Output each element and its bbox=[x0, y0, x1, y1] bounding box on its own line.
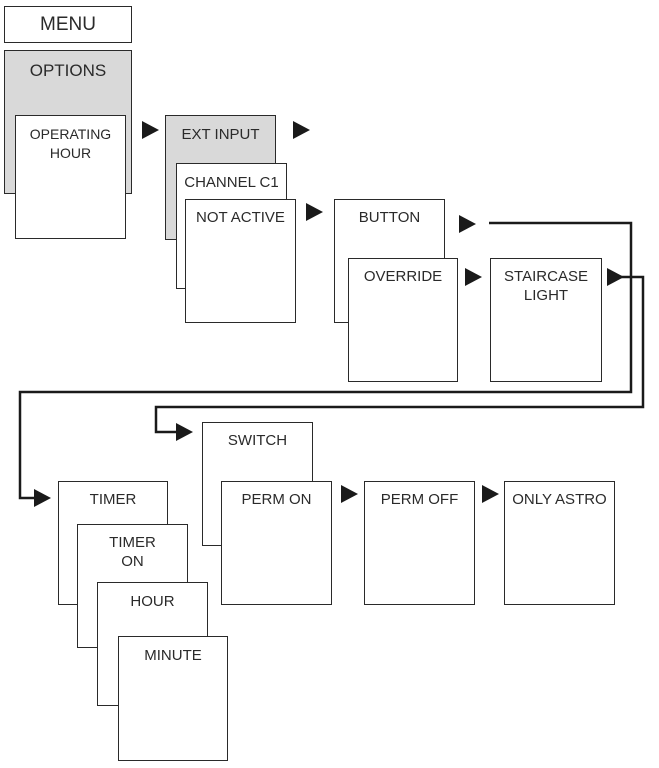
hour-label: HOUR bbox=[130, 593, 175, 610]
connector-button-to-timer bbox=[18, 221, 633, 500]
minute-box[interactable]: MINUTE bbox=[118, 636, 228, 761]
arrow-right-icon bbox=[341, 485, 358, 503]
perm-on-label: PERM ON bbox=[241, 491, 312, 508]
timer-on-label: TIMER ON bbox=[109, 534, 156, 570]
perm-off-box[interactable]: PERM OFF bbox=[364, 481, 475, 605]
arrow-right-icon bbox=[142, 121, 159, 139]
arrow-right-icon bbox=[482, 485, 499, 503]
only-astro-label: ONLY ASTRO bbox=[512, 491, 607, 508]
override-label: OVERRIDE bbox=[363, 268, 443, 285]
switch-label: SWITCH bbox=[227, 432, 288, 449]
channel-c1-label: CHANNEL C1 bbox=[184, 174, 279, 191]
perm-off-label: PERM OFF bbox=[380, 491, 459, 508]
arrow-right-icon bbox=[34, 489, 51, 507]
arrow-right-icon bbox=[176, 423, 193, 441]
connector-staircase-to-switch bbox=[154, 275, 645, 434]
options-label: OPTIONS bbox=[29, 61, 107, 80]
arrow-right-icon bbox=[465, 268, 482, 286]
only-astro-box[interactable]: ONLY ASTRO bbox=[504, 481, 615, 605]
staircase-light-label: STAIRCASE LIGHT bbox=[504, 268, 588, 304]
menu-box[interactable]: MENU bbox=[4, 6, 132, 43]
button-label: BUTTON bbox=[358, 209, 421, 226]
ext-input-label: EXT INPUT bbox=[181, 126, 260, 143]
staircase-light-box[interactable]: STAIRCASE LIGHT bbox=[490, 258, 602, 382]
minute-label: MINUTE bbox=[144, 647, 202, 664]
arrow-right-icon bbox=[607, 268, 624, 286]
not-active-label: NOT ACTIVE bbox=[196, 209, 285, 226]
operating-hour-label: OPERATING HOUR bbox=[29, 126, 112, 161]
arrow-right-icon bbox=[293, 121, 310, 139]
timer-label: TIMER bbox=[89, 491, 137, 508]
menu-label: MENU bbox=[40, 14, 96, 35]
override-box[interactable]: OVERRIDE bbox=[348, 258, 458, 382]
not-active-box[interactable]: NOT ACTIVE bbox=[185, 199, 296, 323]
arrow-right-icon bbox=[459, 215, 476, 233]
arrow-right-icon bbox=[306, 203, 323, 221]
perm-on-box[interactable]: PERM ON bbox=[221, 481, 332, 605]
operating-hour-box[interactable]: OPERATING HOUR bbox=[15, 115, 126, 239]
